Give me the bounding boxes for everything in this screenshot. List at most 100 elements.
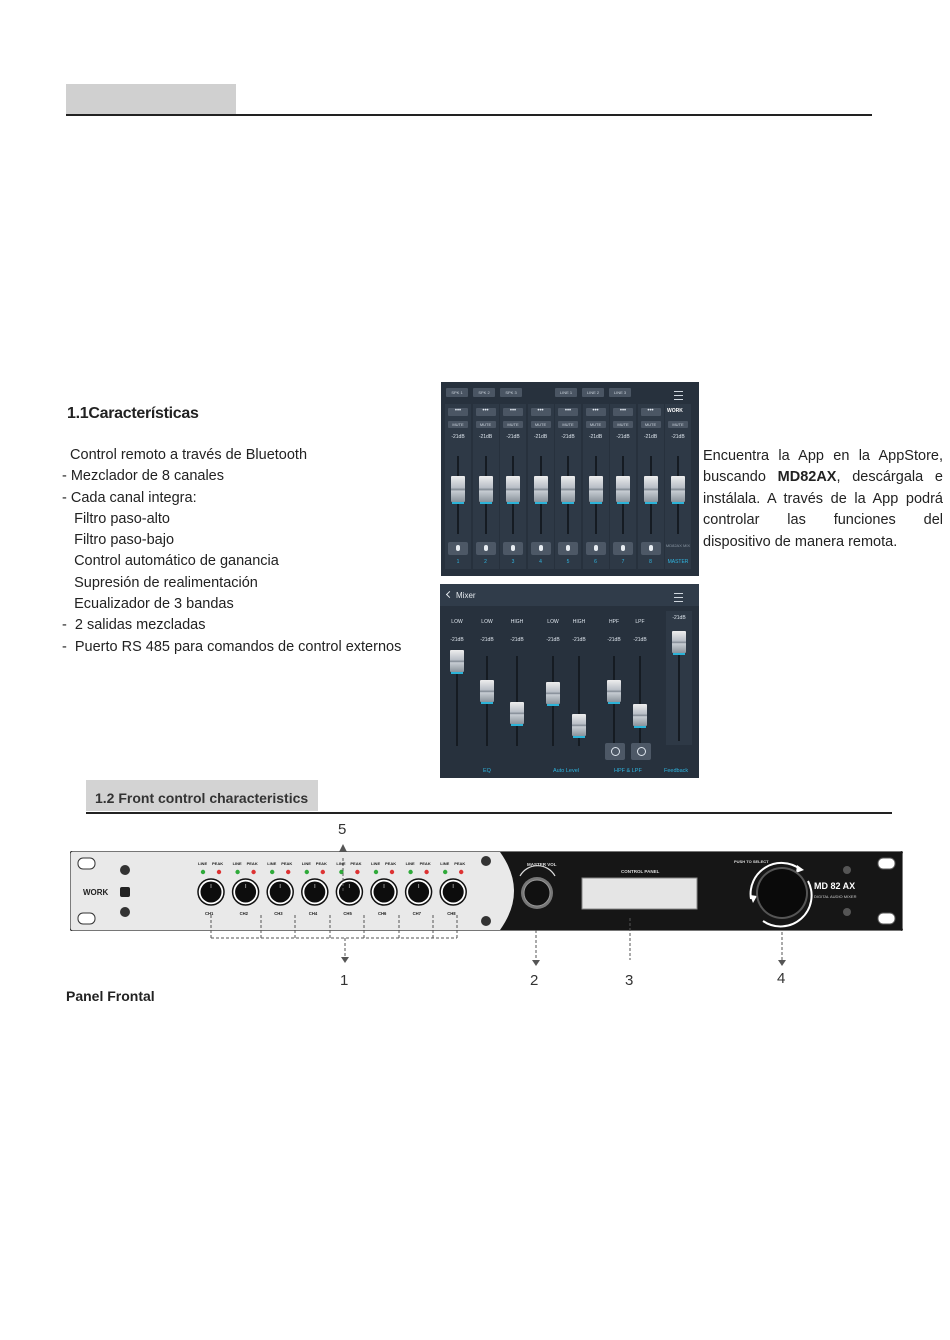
mute-button[interactable]: MUTE bbox=[613, 421, 633, 428]
feature-item: Control remoto a través de Bluetooth bbox=[62, 447, 308, 463]
channel-menu-button[interactable]: ••• bbox=[475, 408, 496, 416]
fader-knob[interactable] bbox=[478, 476, 493, 504]
feature-item: - Cada canal integra: bbox=[62, 489, 197, 506]
footer-feedback[interactable]: Feedback bbox=[664, 768, 689, 774]
fader-knob[interactable] bbox=[633, 704, 647, 728]
channel-number: 7 bbox=[621, 559, 625, 565]
tab-spk1[interactable]: SPK 1 bbox=[446, 388, 468, 397]
fader-knob[interactable] bbox=[510, 702, 524, 726]
app-text-part1: Encuentra la App en la AppStore, buscand… bbox=[703, 448, 943, 486]
push-select-label: PUSH TO SELECT bbox=[734, 859, 769, 864]
fader-knob[interactable] bbox=[533, 476, 548, 504]
menu-icon[interactable] bbox=[674, 391, 683, 400]
line-led bbox=[443, 869, 448, 875]
mute-button[interactable]: MUTE bbox=[640, 421, 661, 428]
band-db: -21dB bbox=[572, 637, 586, 643]
level-db: -21dB bbox=[478, 434, 493, 440]
fader-knob[interactable] bbox=[572, 714, 586, 738]
line-led bbox=[200, 869, 206, 875]
mute-button[interactable]: MUTE bbox=[558, 421, 578, 428]
mic-button[interactable] bbox=[448, 542, 468, 555]
vol-arc bbox=[519, 865, 556, 877]
fader-knob[interactable] bbox=[616, 476, 630, 504]
mic-button[interactable] bbox=[530, 542, 551, 555]
mute-button[interactable]: MUTE bbox=[668, 421, 688, 428]
mic-button[interactable] bbox=[585, 542, 606, 555]
fader-knob[interactable] bbox=[672, 631, 686, 655]
master-label: MASTER bbox=[667, 559, 689, 565]
channel-strip: ••• MUTE -21dB 7 bbox=[610, 404, 636, 569]
section-rule bbox=[86, 812, 892, 814]
peak-led bbox=[355, 869, 360, 875]
mic-button[interactable] bbox=[613, 542, 633, 555]
channel-menu-button[interactable]: ••• bbox=[448, 408, 468, 416]
mic-button[interactable] bbox=[558, 542, 578, 555]
tab-spk2[interactable]: SPK 2 bbox=[473, 388, 495, 397]
channel-menu-button[interactable]: ••• bbox=[613, 408, 633, 416]
footer-eq[interactable]: EQ bbox=[483, 768, 491, 774]
fader-knob[interactable] bbox=[506, 476, 520, 504]
fader-knob[interactable] bbox=[451, 476, 465, 504]
callout-5: 5 bbox=[338, 821, 347, 838]
fader-knob[interactable] bbox=[480, 680, 494, 704]
hpf-enable-button[interactable] bbox=[605, 743, 625, 760]
channel-menu-button[interactable]: ••• bbox=[530, 408, 551, 416]
channel-label: CH7 bbox=[413, 911, 422, 916]
tab-line1[interactable]: LINE 1 bbox=[555, 388, 577, 397]
device-logo: WORK bbox=[83, 888, 109, 897]
channel-menu-button[interactable]: ••• bbox=[503, 408, 523, 416]
channel-number: 1 bbox=[456, 559, 460, 565]
mute-button[interactable]: MUTE bbox=[530, 421, 551, 428]
mute-button[interactable]: MUTE bbox=[585, 421, 606, 428]
band-strip: LOW-21dB bbox=[444, 584, 470, 778]
fader-knob[interactable] bbox=[671, 476, 685, 504]
peak-led-label: PEAK bbox=[247, 861, 258, 866]
level-db: -21dB bbox=[671, 434, 685, 440]
tab-spk3[interactable]: SPK 3 bbox=[500, 388, 522, 397]
band-db: -21dB bbox=[607, 637, 621, 643]
channel-menu-button[interactable]: ••• bbox=[640, 408, 661, 416]
tab-line2[interactable]: LINE 2 bbox=[582, 388, 604, 397]
mute-button[interactable]: MUTE bbox=[475, 421, 496, 428]
fader-track bbox=[456, 656, 458, 746]
channel-menu-button[interactable]: ••• bbox=[558, 408, 578, 416]
mic-button[interactable] bbox=[503, 542, 523, 555]
band-label: HIGH bbox=[572, 619, 586, 625]
line-led-label: LINE bbox=[198, 861, 207, 866]
mute-button[interactable]: MUTE bbox=[448, 421, 468, 428]
footer-auto-level[interactable]: Auto Level bbox=[553, 768, 579, 774]
mute-button[interactable]: MUTE bbox=[503, 421, 523, 428]
band-strip: LOW-21dB bbox=[540, 584, 566, 778]
fader-knob[interactable] bbox=[546, 682, 560, 706]
feature-item: - 2 salidas mezcladas bbox=[62, 617, 206, 634]
fader-knob[interactable] bbox=[607, 680, 621, 704]
line-led-label: LINE bbox=[267, 861, 276, 866]
peak-led bbox=[459, 869, 464, 875]
footer-hpf-lpf[interactable]: HPF & LPF bbox=[614, 768, 642, 774]
fader-knob[interactable] bbox=[561, 476, 575, 504]
menu-icon[interactable] bbox=[674, 593, 683, 602]
fader-knob[interactable] bbox=[588, 476, 603, 504]
level-db: -21dB bbox=[616, 434, 630, 440]
channel-menu-button[interactable]: ••• bbox=[585, 408, 606, 416]
peak-led-label: PEAK bbox=[454, 861, 465, 866]
tab-line3[interactable]: LINE 3 bbox=[609, 388, 631, 397]
fader-knob[interactable] bbox=[643, 476, 658, 504]
channel-label: CH1 bbox=[205, 911, 214, 916]
feature-item: - Puerto RS 485 para comandos de control… bbox=[62, 638, 402, 655]
model-name: MD 82 AX bbox=[814, 881, 855, 891]
band-strip: LOW-21dB bbox=[474, 584, 500, 778]
mic-button[interactable] bbox=[475, 542, 496, 555]
peak-led bbox=[286, 869, 291, 875]
level-db: -21dB bbox=[643, 434, 658, 440]
fader-knob[interactable] bbox=[450, 650, 464, 674]
lpf-enable-button[interactable] bbox=[631, 743, 651, 760]
band-db: -21dB bbox=[546, 637, 560, 643]
rack-hole bbox=[77, 857, 96, 870]
mic-button[interactable] bbox=[640, 542, 661, 555]
